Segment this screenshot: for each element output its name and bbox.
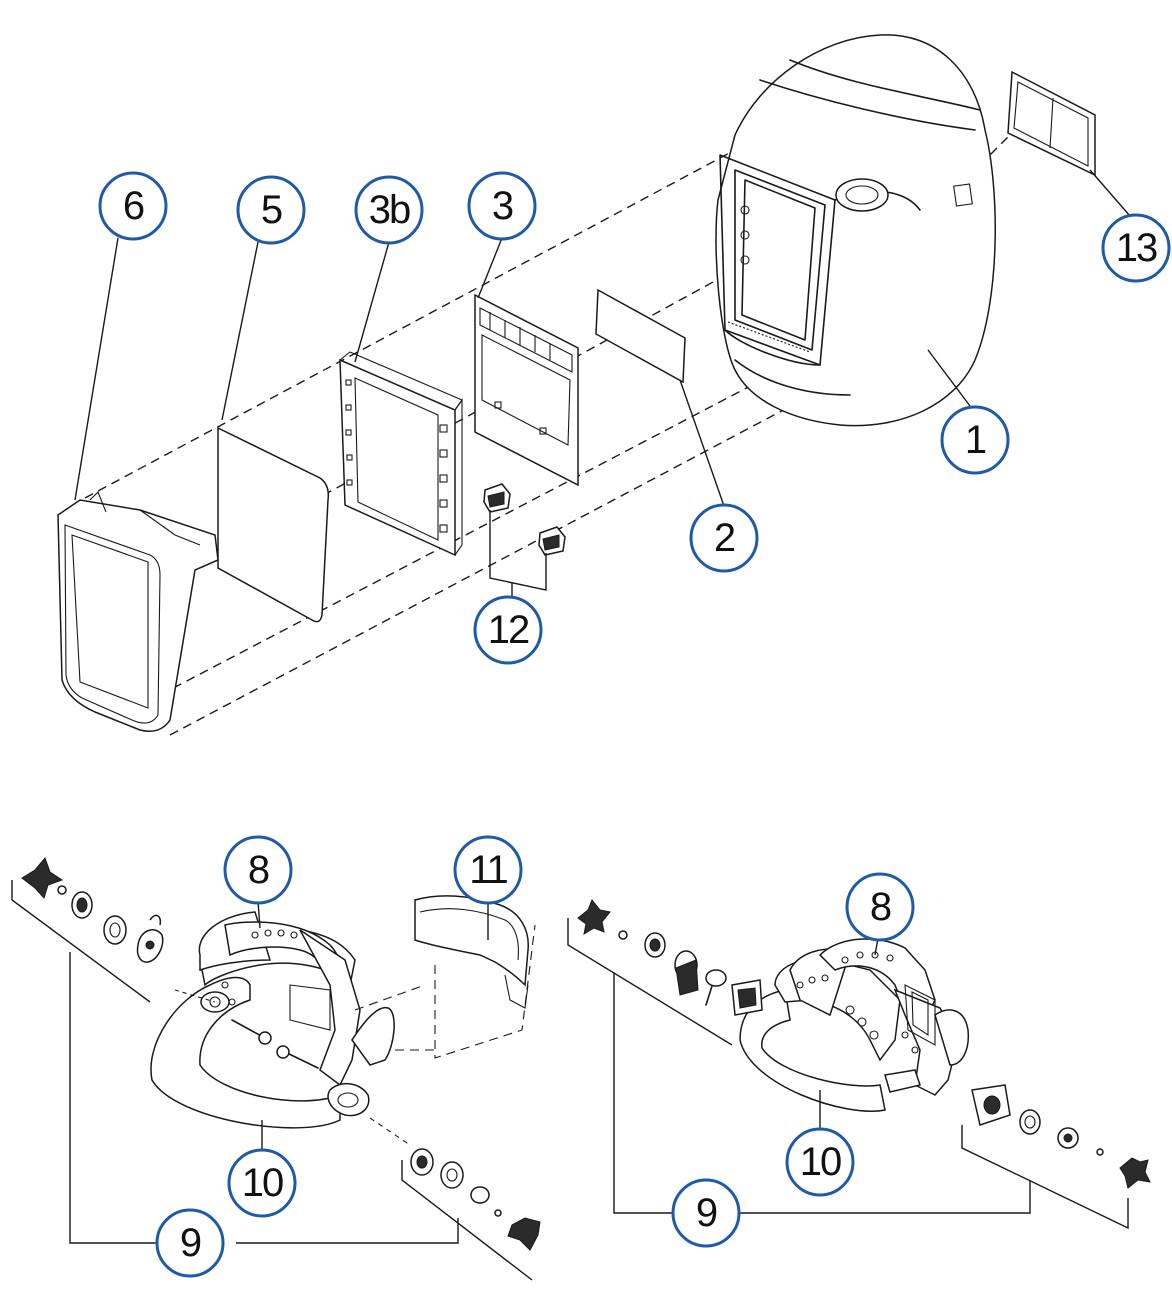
svg-text:8: 8 bbox=[870, 885, 891, 929]
cover-lens-13 bbox=[1007, 70, 1096, 177]
callout-12: 12 bbox=[473, 595, 543, 665]
headgear-left bbox=[21, 857, 541, 1251]
svg-text:13: 13 bbox=[1116, 226, 1157, 270]
callout-10-right: 10 bbox=[785, 1127, 855, 1197]
gasket-slots bbox=[345, 379, 448, 533]
callout-6: 6 bbox=[98, 171, 168, 241]
ratchet-holes bbox=[796, 951, 919, 1054]
retaining-clips-12 bbox=[483, 483, 566, 556]
callout-1: 1 bbox=[940, 405, 1010, 475]
callout-8-left: 8 bbox=[223, 835, 293, 905]
upper-leaders bbox=[74, 169, 1131, 598]
callout-13: 13 bbox=[1101, 213, 1171, 283]
svg-text:3b: 3b bbox=[369, 188, 410, 232]
svg-text:10: 10 bbox=[242, 1161, 283, 1205]
gasket-frame-3b bbox=[339, 351, 463, 557]
svg-text:8: 8 bbox=[248, 848, 269, 892]
callout-5: 5 bbox=[236, 175, 306, 245]
front-shield-6 bbox=[57, 491, 219, 732]
callout-3: 3 bbox=[467, 171, 537, 241]
lower-left-leaders bbox=[11, 880, 533, 1281]
svg-text:9: 9 bbox=[180, 1221, 201, 1265]
headgear-right bbox=[577, 899, 1151, 1189]
callout-11: 11 bbox=[453, 835, 523, 905]
sweatband-11 bbox=[414, 895, 536, 1059]
svg-text:6: 6 bbox=[123, 184, 144, 228]
cartridge-frame-3 bbox=[474, 293, 579, 487]
callout-10-left: 10 bbox=[227, 1148, 297, 1218]
svg-text:2: 2 bbox=[714, 516, 735, 560]
svg-text:1: 1 bbox=[965, 418, 986, 462]
svg-text:12: 12 bbox=[488, 608, 529, 652]
callout-8-right: 8 bbox=[845, 872, 915, 942]
callout-9-right: 9 bbox=[671, 1178, 741, 1248]
callout-2: 2 bbox=[689, 503, 759, 573]
svg-text:3: 3 bbox=[492, 184, 513, 228]
outer-lens-5 bbox=[217, 426, 330, 623]
svg-text:10: 10 bbox=[800, 1140, 841, 1184]
helmet-shell bbox=[715, 34, 996, 427]
svg-text:11: 11 bbox=[469, 848, 507, 892]
lower-right-leaders bbox=[567, 918, 1129, 1230]
clear-lens-2 bbox=[595, 288, 686, 384]
callout-9-left: 9 bbox=[155, 1208, 225, 1278]
svg-text:9: 9 bbox=[696, 1191, 717, 1235]
strap-holes bbox=[221, 929, 298, 1006]
callout-3b: 3b bbox=[354, 175, 424, 245]
svg-text:5: 5 bbox=[261, 188, 282, 232]
